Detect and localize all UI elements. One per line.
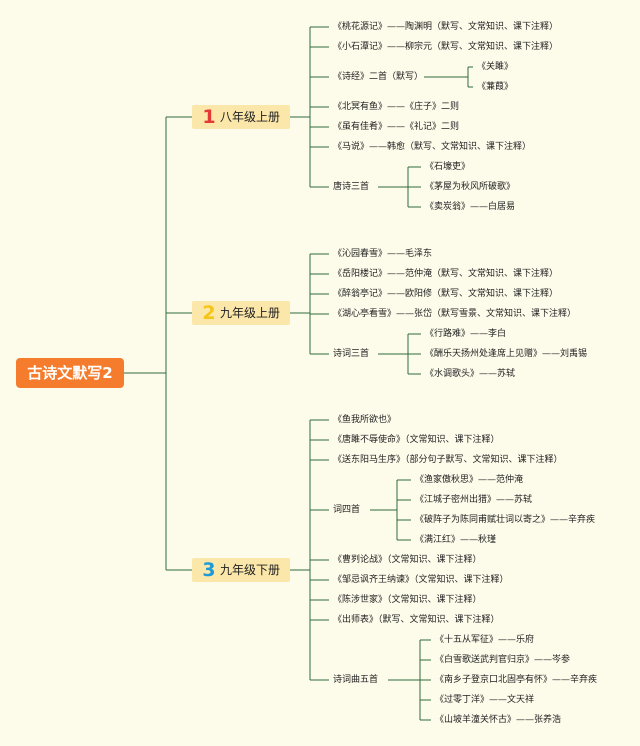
branch-3: 3 九年级下册: [192, 558, 290, 582]
branch-number: 1: [202, 106, 216, 128]
branch-number: 2: [202, 302, 216, 324]
list-item: 《湖心亭看雪》——张岱（默写雪景、文常知识、课下注释）: [333, 309, 577, 319]
child-item: 《南乡子登京口北固亭有怀》——辛弃疾: [435, 675, 598, 685]
list-item: 《陈涉世家》（文常知识、课下注释）: [333, 595, 482, 605]
group-item: 词四首: [333, 505, 361, 515]
child-item: 《水调歌头》——苏轼: [425, 369, 516, 379]
child-item: 《石壕吏》: [425, 162, 471, 172]
list-item: 《小石潭记》——柳宗元（默写、文常知识、课下注释）: [333, 42, 559, 52]
child-item: 《酬乐天扬州处逢席上见赠》——刘禹锡: [425, 349, 588, 359]
list-item: 《邹忌讽齐王纳谏》（文常知识、课下注释）: [333, 575, 509, 585]
group-item: 诗词三首: [333, 349, 370, 359]
child-item: 《破阵子为陈同甫赋壮词以寄之》——辛弃疾: [415, 515, 596, 525]
child-item: 《满江红》——秋瑾: [415, 535, 497, 545]
list-item: 《鱼我所欲也》: [333, 415, 397, 425]
list-item: 《醉翁亭记》——欧阳修（默写、文常知识、课下注释）: [333, 289, 559, 299]
list-item: 《曹刿论战》（文常知识、课下注释）: [333, 555, 482, 565]
child-item: 《山坡羊潼关怀古》——张养浩: [435, 715, 562, 725]
list-item: 《马说》——韩愈（默写、文常知识、课下注释）: [333, 142, 532, 152]
branch-number: 3: [202, 559, 216, 581]
child-item: 《十五从军征》——乐府: [435, 635, 535, 645]
branch-2: 2 九年级上册: [192, 301, 290, 325]
group-item: 唐诗三首: [333, 182, 370, 192]
child-item: 《过零丁洋》——文天祥: [435, 695, 535, 705]
list-item: 《虽有佳肴》——《礼记》二则: [333, 122, 460, 132]
list-item: 《唐雎不辱使命》（文常知识、课下注释）: [333, 435, 500, 445]
branch-label: 九年级上册: [220, 306, 281, 320]
child-item: 《白雪歌送武判官归京》——岑参: [435, 655, 571, 665]
group-item: 《诗经》二首（默写）: [333, 72, 424, 82]
list-item: 《北冥有鱼》——《庄子》二则: [333, 102, 460, 112]
child-item: 《关雎》: [477, 62, 514, 72]
child-item: 《卖炭翁》——白居易: [425, 202, 516, 212]
root-node: 古诗文默写2: [16, 358, 124, 388]
child-item: 《行路难》——李白: [425, 329, 507, 339]
list-item: 《沁园春雪》——毛泽东: [333, 249, 433, 259]
group-item: 诗词曲五首: [333, 675, 379, 685]
branch-label: 九年级下册: [220, 563, 281, 577]
child-item: 《渔家傲秋思》——范仲淹: [415, 475, 524, 485]
list-item: 《送东阳马生序》（部分句子默写、文常知识、课下注释）: [333, 455, 563, 465]
child-item: 《茅屋为秋风所破歌》: [425, 182, 516, 192]
child-item: 《蒹葭》: [477, 82, 514, 92]
list-item: 《岳阳楼记》——范仲淹（默写、文常知识、课下注释）: [333, 269, 559, 279]
list-item: 《桃花源记》——陶渊明（默写、文常知识、课下注释）: [333, 22, 559, 32]
branch-1: 1 八年级上册: [192, 105, 290, 129]
list-item: 《出师表》（默写、文常知识、课下注释）: [333, 615, 500, 625]
child-item: 《江城子密州出猎》——苏轼: [415, 495, 533, 505]
branch-label: 八年级上册: [220, 110, 281, 124]
